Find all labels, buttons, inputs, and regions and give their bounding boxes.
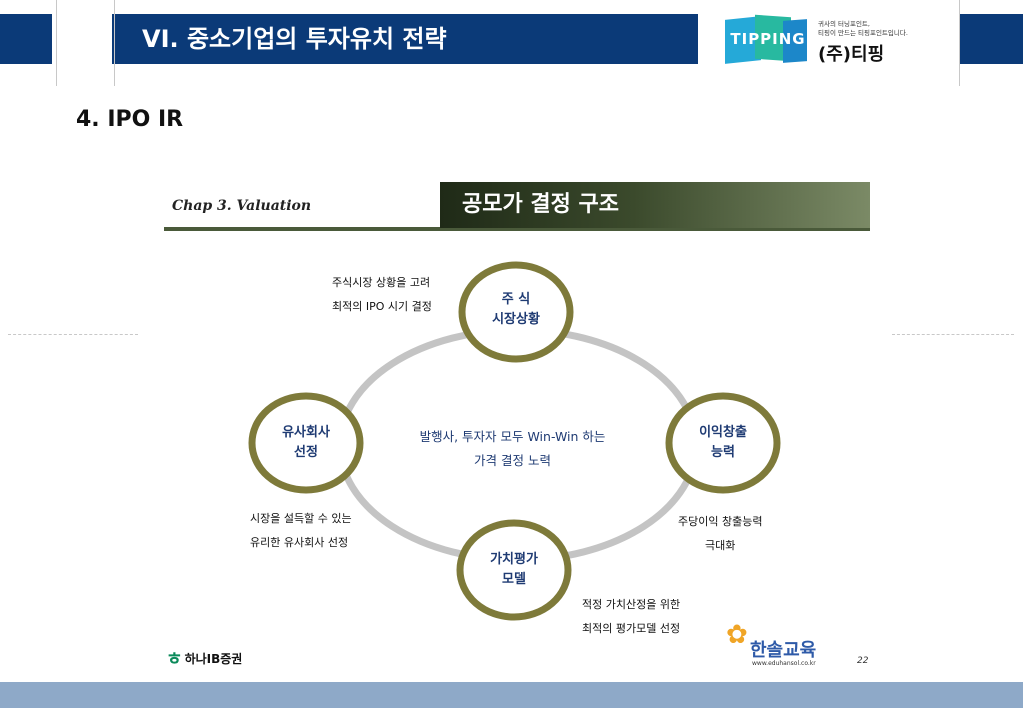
note-top-line-1: 주식시장 상황을 고려 [332, 276, 431, 289]
chapter-underline [164, 227, 870, 231]
left-dashed-guide [8, 334, 138, 335]
logo-word: TIPPING [730, 30, 806, 48]
note-left-line-2: 유리한 유사회사 선정 [250, 536, 349, 549]
note-bottom: 적정 가치산정을 위한 최적의 평가모델 선정 [582, 593, 680, 641]
node-bottom-line-2: 모델 [502, 572, 526, 587]
node-right-line-2: 능력 [711, 445, 735, 460]
company-slogan: 귀사의 터닝포인트, 티핑이 만드는 티핑포인트입니다. [818, 20, 958, 38]
node-left-label: 유사회사 선정 [256, 423, 356, 463]
node-bottom-line-1: 가치평가 [490, 552, 538, 567]
header-left-block [0, 14, 52, 64]
note-left-line-1: 시장을 설득할 수 있는 [250, 512, 352, 525]
section-title: 4. IPO IR [76, 107, 184, 132]
note-top-line-2: 최적의 IPO 시기 결정 [332, 300, 432, 313]
note-right-line-2: 극대화 [705, 539, 736, 552]
center-line-1: 발행사, 투자자 모두 Win-Win 하는 [419, 429, 606, 444]
flower-icon: ✿ [726, 620, 748, 650]
node-bottom-label: 가치평가 모델 [464, 550, 564, 590]
company-name: (주)티핑 [818, 44, 885, 65]
note-top: 주식시장 상황을 고려 최적의 IPO 시기 결정 [332, 271, 432, 319]
node-top-line-2: 시장상황 [492, 312, 540, 327]
hansol-url: www.eduhansol.co.kr [752, 660, 816, 667]
right-dashed-guide [892, 334, 1014, 335]
node-left-line-2: 선정 [294, 445, 318, 460]
page-title: VI. 중소기업의 투자유치 전략 [118, 14, 698, 64]
hansol-logo: ✿ 한솔교육 www.eduhansol.co.kr [726, 620, 846, 670]
slogan-line-2: 티핑이 만드는 티핑포인트입니다. [818, 29, 908, 37]
node-left-line-1: 유사회사 [282, 425, 330, 440]
node-right-line-1: 이익창출 [699, 425, 747, 440]
slide-banner-title: 공모가 결정 구조 [440, 182, 870, 228]
footer-band [0, 682, 1023, 708]
chapter-label: Chap 3. Valuation [172, 198, 312, 214]
page-number: 22 [857, 656, 869, 666]
note-left: 시장을 설득할 수 있는 유리한 유사회사 선정 [250, 507, 352, 555]
hana-mark-icon: ㅎ [166, 649, 183, 670]
hana-logo-text: 하나IB증권 [184, 652, 243, 666]
header-right-block [962, 14, 1023, 64]
node-top-label: 주 식 시장상황 [466, 290, 566, 330]
note-bottom-line-2: 최적의 평가모델 선정 [582, 622, 681, 635]
tipping-logo-icon: TIPPING [725, 14, 809, 64]
node-top-line-1: 주 식 [501, 292, 531, 307]
slogan-line-1: 귀사의 터닝포인트, [818, 20, 870, 28]
center-line-2: 가격 결정 노력 [474, 453, 551, 468]
header-left-separator [52, 0, 115, 86]
note-right: 주당이익 창출능력 극대화 [678, 510, 762, 558]
note-right-line-1: 주당이익 창출능력 [678, 515, 763, 528]
hansol-logo-text: 한솔교육 [750, 640, 817, 661]
note-bottom-line-1: 적정 가치산정을 위한 [582, 598, 681, 611]
center-message: 발행사, 투자자 모두 Win-Win 하는 가격 결정 노력 [390, 425, 635, 473]
node-right-label: 이익창출 능력 [673, 423, 773, 463]
